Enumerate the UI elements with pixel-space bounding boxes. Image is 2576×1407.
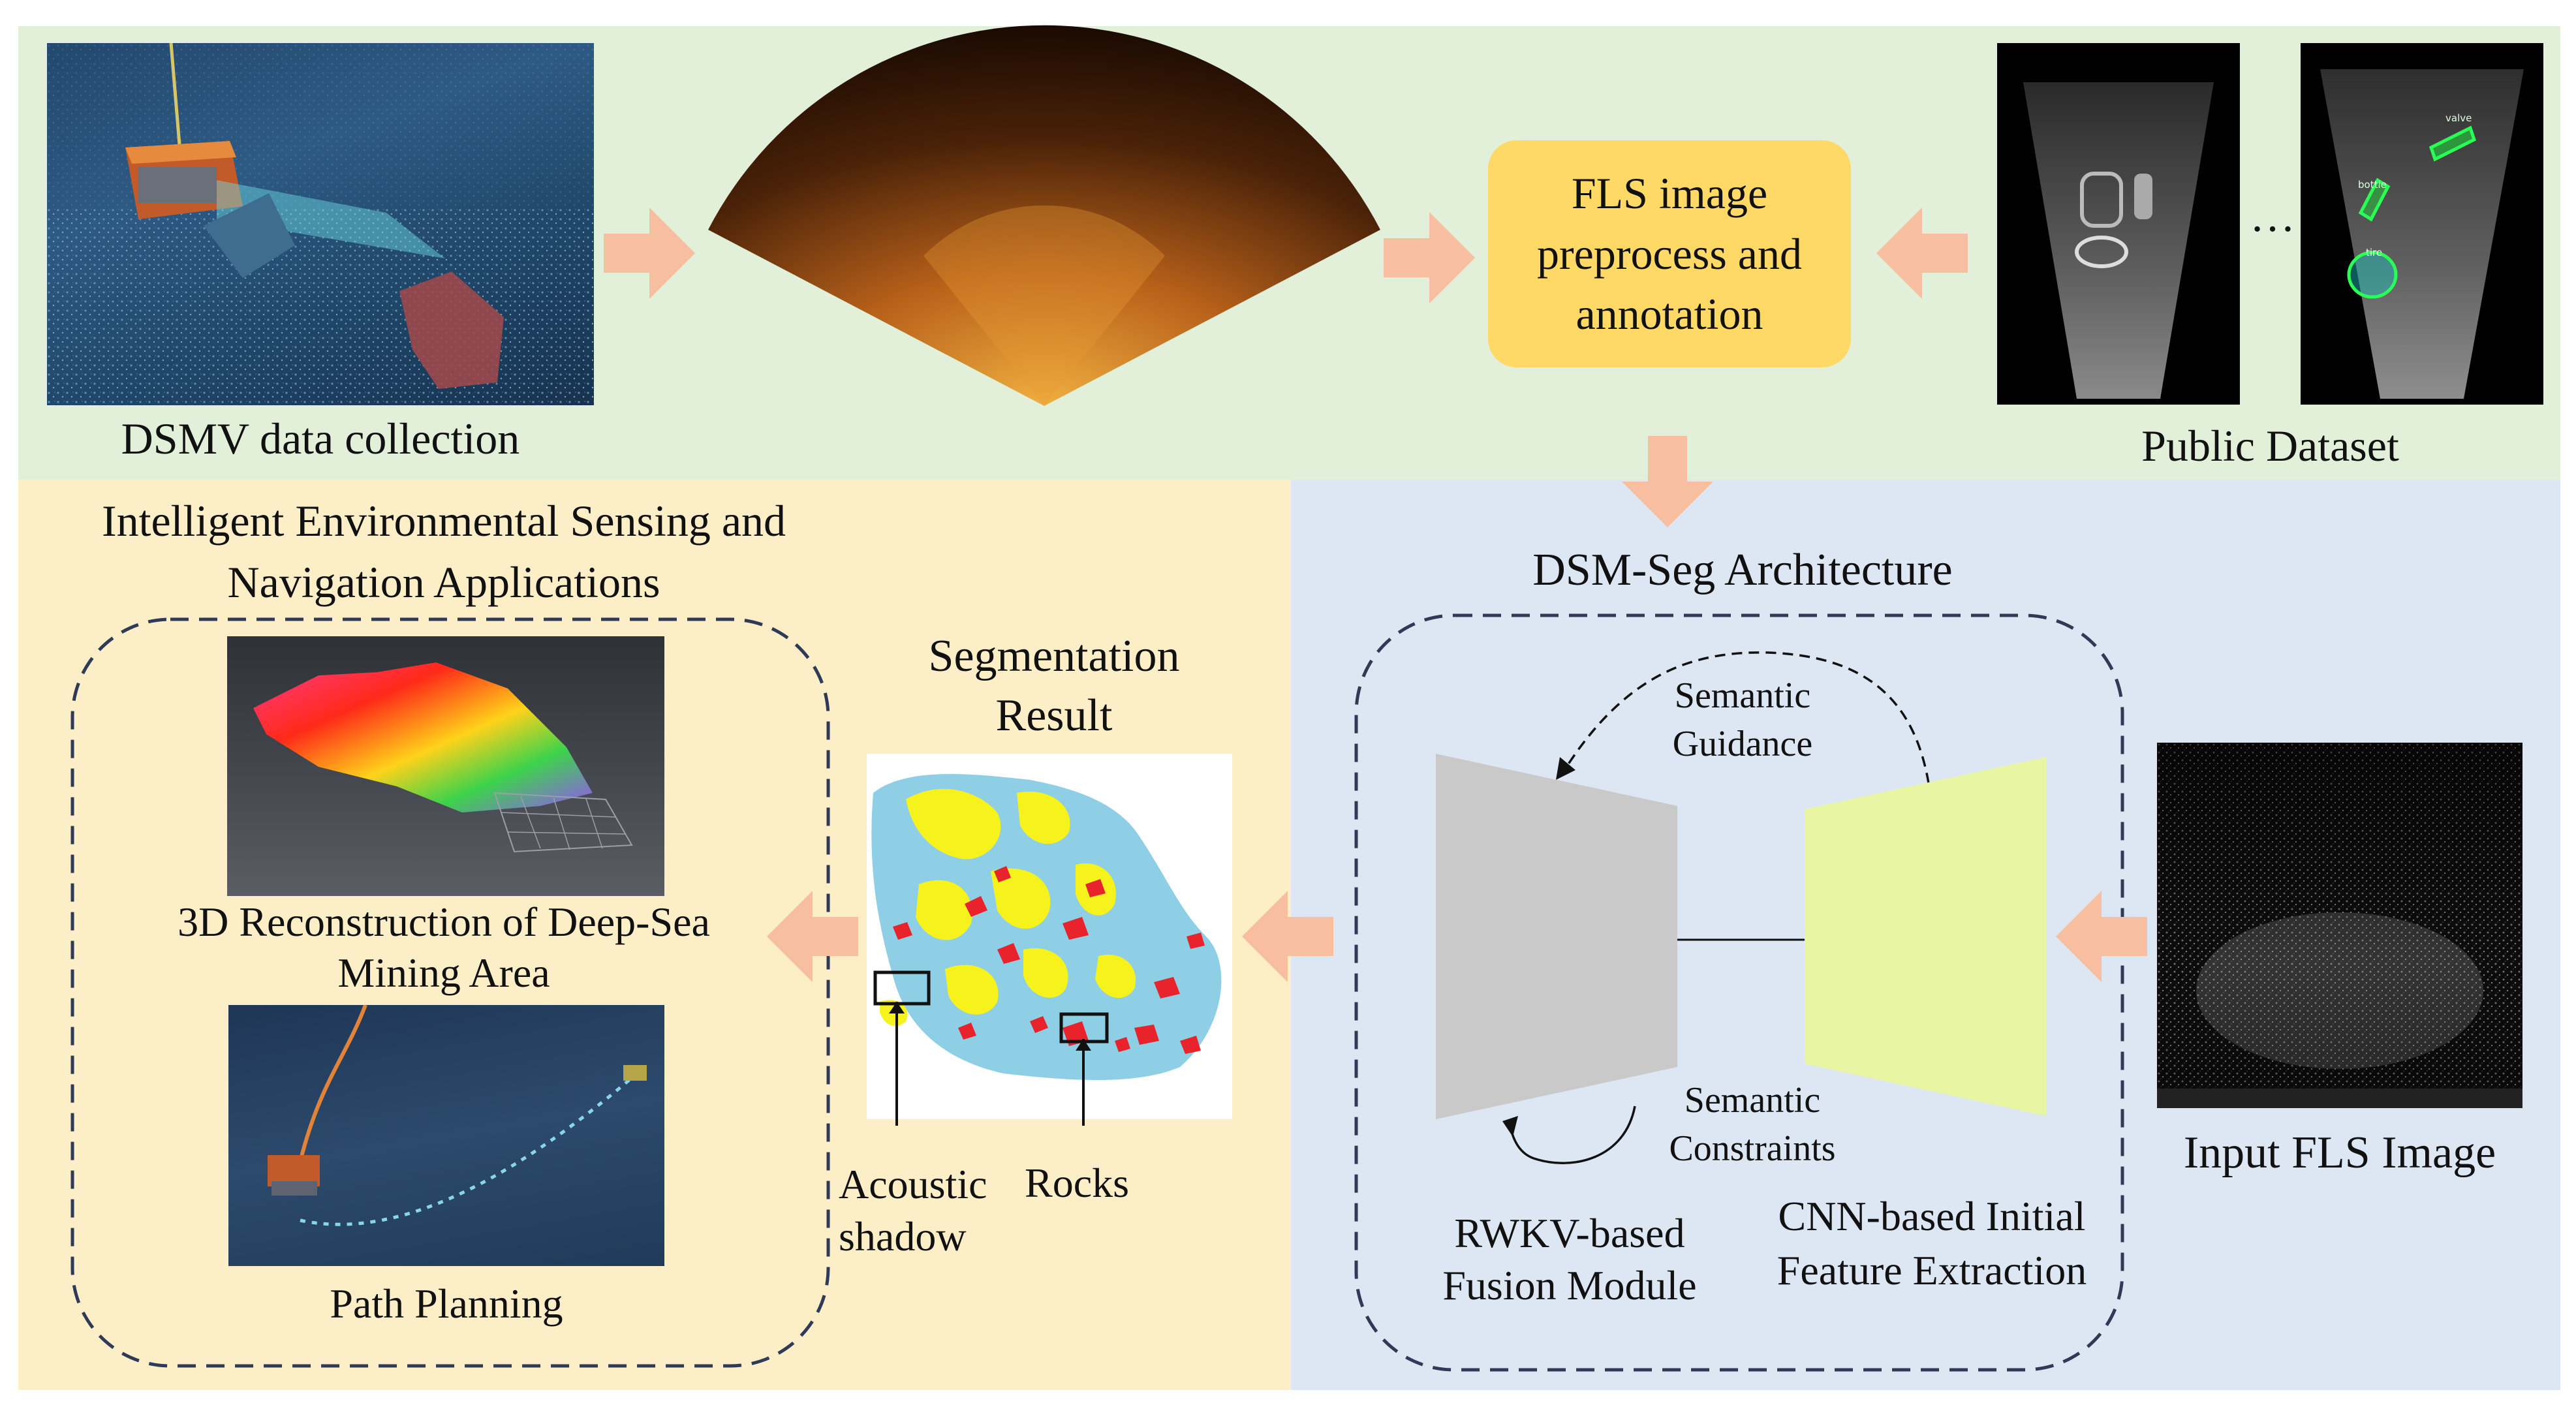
dataset-ellipsis: …	[2250, 191, 2295, 241]
acoustic-shadow-label: Acoustic shadow	[839, 1161, 987, 1260]
fls-preprocess-box: FLS image preprocess and annotation	[1488, 140, 1851, 367]
path-planning-image	[228, 1005, 664, 1266]
reconstruction-3d-image	[227, 636, 664, 896]
segmentation-result-image	[867, 754, 1232, 1119]
input-fls-image	[2157, 743, 2522, 1108]
public-dataset-sample-2: valve bottle tire	[2301, 43, 2543, 405]
applications-title: Intelligent Environmental Sensing and Na…	[101, 496, 786, 607]
path-planning-label: Path Planning	[330, 1280, 563, 1327]
arrow-segmentation-to-applications	[767, 891, 858, 982]
arrow-dataset-to-fls-box	[1876, 208, 1968, 299]
tag-tire: tire	[2366, 247, 2383, 258]
decoder-trapezoid	[1436, 754, 1677, 1119]
arrow-input-to-architecture	[2056, 891, 2147, 982]
tag-bottle: bottle	[2358, 179, 2387, 191]
cnn-feature-extraction-label: CNN-based Initial Feature Extraction	[1777, 1193, 2087, 1294]
reconstruction-3d-label: 3D Reconstruction of Deep-Sea Mining Are…	[178, 899, 710, 997]
rocks-label: Rocks	[1025, 1160, 1129, 1206]
semantic-guidance-arrow	[1556, 651, 1930, 784]
fls-preprocess-label: FLS image preprocess and annotation	[1537, 168, 1802, 339]
arrow-architecture-to-segmentation	[1242, 891, 1333, 982]
dsmv-label: DSMV data collection	[121, 414, 520, 463]
encoder-trapezoid	[1805, 757, 2046, 1116]
applications-dashed-border	[70, 617, 830, 1368]
public-dataset-label: Public Dataset	[2141, 421, 2399, 471]
tag-valve: valve	[2445, 112, 2472, 124]
rwkv-fusion-module-label: RWKV-based Fusion Module	[1442, 1210, 1697, 1308]
segmentation-pointer-lines	[889, 1002, 1091, 1126]
architecture-title: DSM-Seg Architecture	[1532, 545, 1953, 595]
semantic-constraints-label: Semantic Constraints	[1669, 1080, 1836, 1169]
arrow-dsmv-to-sonar	[604, 208, 695, 299]
public-dataset-sample-1	[1997, 43, 2240, 405]
arrow-sonar-to-fls-box	[1384, 212, 1475, 303]
sonar-fan-image	[708, 25, 1380, 406]
skip-connection-line	[1677, 938, 1805, 941]
arrow-fls-box-to-architecture	[1622, 436, 1713, 527]
semantic-guidance-label: Semantic Guidance	[1672, 675, 1813, 764]
dsmv-scene-image	[47, 43, 594, 405]
segmentation-title: Segmentation Result	[928, 631, 1180, 741]
semantic-constraints-arrow	[1502, 1106, 1636, 1164]
input-fls-label: Input FLS Image	[2183, 1128, 2496, 1178]
